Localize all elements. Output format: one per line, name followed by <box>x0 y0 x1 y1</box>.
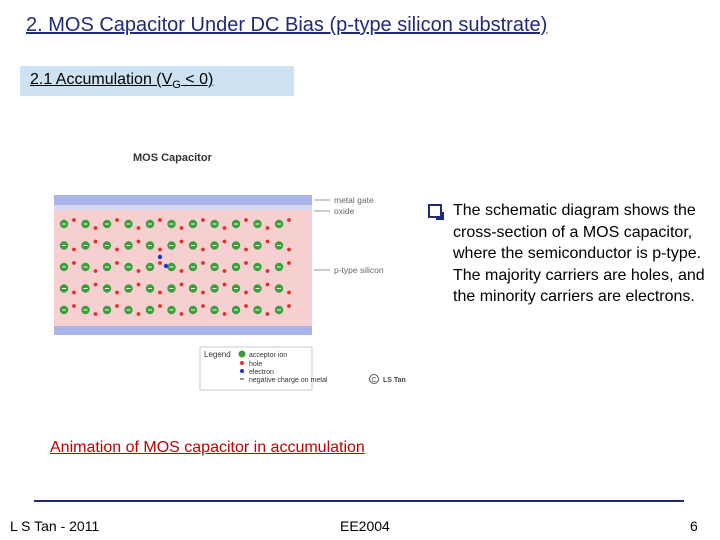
hole <box>158 248 162 252</box>
hole <box>223 269 227 273</box>
electron <box>158 255 162 259</box>
legend-electron-label: electron <box>249 369 274 376</box>
hole <box>137 312 141 316</box>
bullet-text: The schematic diagram shows the cross-se… <box>453 200 710 308</box>
hole <box>94 269 98 273</box>
hole <box>266 312 270 316</box>
hole <box>223 312 227 316</box>
hole <box>180 312 184 316</box>
hole <box>244 248 248 252</box>
hole <box>266 226 270 230</box>
hole <box>287 261 291 265</box>
hole <box>180 226 184 230</box>
hole <box>223 240 227 244</box>
hole <box>94 283 98 287</box>
metal-gate-label: metal gate <box>334 195 374 205</box>
legend-electron-icon <box>240 369 244 373</box>
mos-capacitor-figure: MOS Capacitor metal gate oxide p-type si… <box>48 148 418 393</box>
hole <box>158 261 162 265</box>
metal-gate-layer <box>54 195 312 205</box>
hole <box>201 291 205 295</box>
hole <box>115 248 119 252</box>
hole <box>244 291 248 295</box>
copyright-c: C <box>372 377 377 384</box>
back-contact-layer <box>54 326 312 335</box>
hole <box>223 283 227 287</box>
copyright-label: LS Tan <box>383 377 406 384</box>
hole <box>201 261 205 265</box>
hole <box>180 240 184 244</box>
legend-negative-label: negative charge on metal <box>249 377 328 384</box>
hole <box>158 304 162 308</box>
legend-heading: Legend <box>204 350 231 359</box>
hole <box>244 261 248 265</box>
hole <box>180 283 184 287</box>
hole <box>137 283 141 287</box>
hole <box>137 240 141 244</box>
hole <box>201 304 205 308</box>
hole <box>72 291 76 295</box>
legend-hole-label: hole <box>249 361 262 368</box>
hole <box>94 240 98 244</box>
hole <box>287 218 291 222</box>
legend-acceptor-icon <box>239 351 246 358</box>
footer-course: EE2004 <box>340 518 390 534</box>
hole <box>72 304 76 308</box>
hole <box>201 218 205 222</box>
footer-author: L S Tan - 2011 <box>10 518 99 534</box>
mos-diagram: metal gate oxide p-type silicon Legend a… <box>48 148 418 393</box>
slide-title: 2. MOS Capacitor Under DC Bias (p-type s… <box>26 14 706 37</box>
hole <box>72 261 76 265</box>
animation-link[interactable]: Animation of MOS capacitor in accumulati… <box>50 439 365 457</box>
hole <box>115 218 119 222</box>
hole <box>244 304 248 308</box>
hole <box>158 291 162 295</box>
page-number: 6 <box>690 518 698 534</box>
hole <box>287 304 291 308</box>
hole <box>94 226 98 230</box>
hole <box>266 283 270 287</box>
oxide-label: oxide <box>334 206 355 216</box>
electron <box>164 264 168 268</box>
hole <box>115 261 119 265</box>
subtitle-text: 2.1 Accumulation (V <box>30 71 172 88</box>
checkbox-bullet-icon <box>428 204 442 218</box>
subtitle-subscript: G <box>172 79 181 91</box>
hole <box>287 248 291 252</box>
hole <box>287 291 291 295</box>
p-type-label: p-type silicon <box>334 265 384 275</box>
hole <box>137 226 141 230</box>
legend-acceptor-label: acceptor ion <box>249 352 287 359</box>
bullet-point: The schematic diagram shows the cross-se… <box>428 200 710 308</box>
hole <box>137 269 141 273</box>
hole <box>180 269 184 273</box>
hole <box>266 240 270 244</box>
hole <box>115 304 119 308</box>
footer-divider <box>34 500 684 502</box>
hole <box>244 218 248 222</box>
legend-hole-icon <box>240 361 244 365</box>
hole <box>72 248 76 252</box>
hole <box>72 218 76 222</box>
hole <box>94 312 98 316</box>
hole <box>223 226 227 230</box>
hole <box>266 269 270 273</box>
hole <box>115 291 119 295</box>
hole <box>201 248 205 252</box>
oxide-layer <box>54 205 312 210</box>
hole <box>158 218 162 222</box>
subtitle-tail: < 0) <box>181 71 213 88</box>
section-subtitle: 2.1 Accumulation (VG < 0) <box>30 71 213 91</box>
